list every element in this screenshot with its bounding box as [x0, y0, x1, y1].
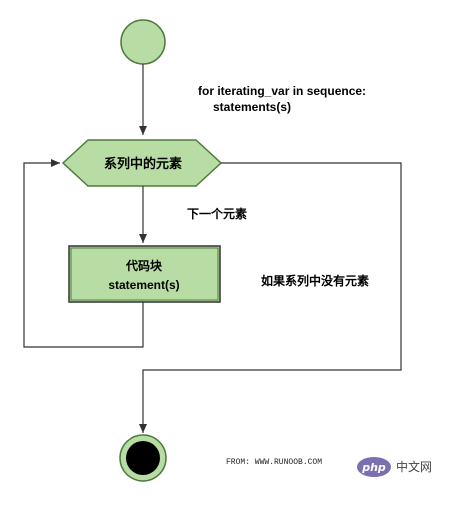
watermark-site: 中文网: [396, 459, 432, 474]
code-block-statement: statement(s): [108, 278, 179, 292]
watermark-logo-text: php: [361, 461, 386, 474]
code-block-inner-border: [70, 247, 219, 301]
edge-label-no-elements: 如果系列中没有元素: [261, 273, 369, 288]
arrow-loop-back: [23, 159, 144, 348]
watermark-logo-icon: [357, 457, 391, 477]
code-block-node: [68, 245, 221, 303]
end-node-core: [126, 441, 160, 475]
start-node: [120, 19, 166, 65]
source-credit: FROM: WWW.RUNOOB.COM: [226, 458, 322, 467]
edge-label-next-element: 下一个元素: [187, 206, 247, 221]
code-block-label: 代码块: [125, 258, 163, 273]
code-syntax-line1: for iterating_var in sequence:: [198, 84, 366, 98]
watermark: php 中文网: [357, 457, 432, 477]
code-syntax-line2: statements(s): [213, 100, 291, 114]
decision-label: 系列中的元素: [104, 156, 182, 171]
arrow-exit-to-end: [139, 162, 402, 433]
